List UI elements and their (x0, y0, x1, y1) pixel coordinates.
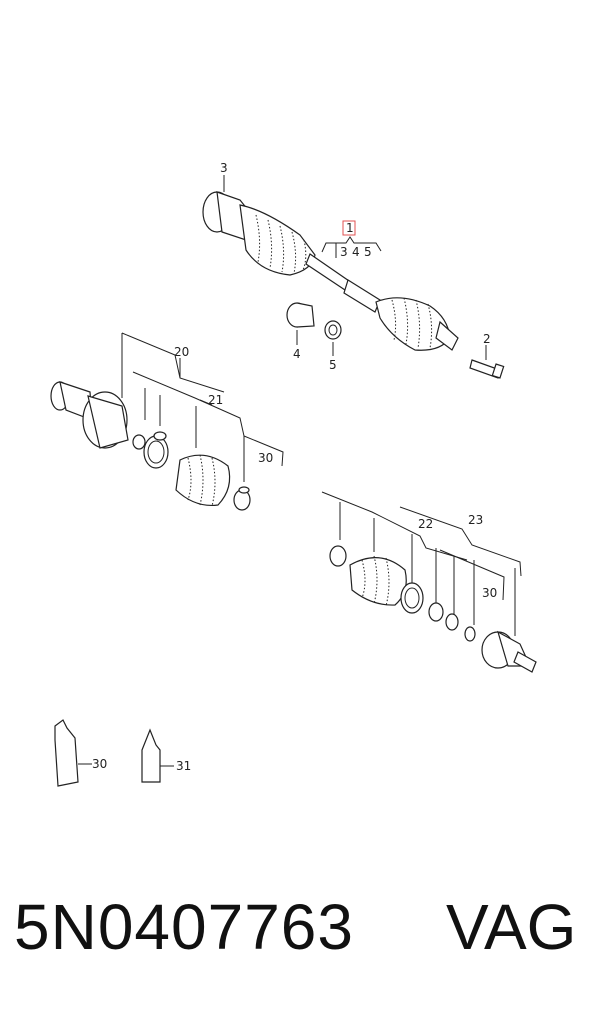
callout-30-right: 30 (482, 586, 497, 600)
callout-31: 31 (176, 759, 191, 773)
shaft-bar (305, 253, 353, 293)
callout-20: 20 (174, 345, 189, 359)
washer-right (428, 602, 444, 622)
consumables (54, 719, 174, 787)
brand-name: VAG (446, 891, 577, 963)
callout-21: 21 (208, 393, 223, 407)
clamp-ring-right (400, 582, 424, 614)
clamp-part-5 (324, 320, 342, 340)
outer-boot (239, 204, 316, 276)
outer-joint-kit (50, 332, 284, 511)
highlight-box-1 (342, 220, 356, 236)
callout-4-bracket: 4 (352, 245, 360, 259)
sealant-bottle (141, 728, 161, 783)
inner-stub (435, 320, 459, 351)
circlip-right (464, 626, 476, 642)
callout-1: 1 (346, 221, 354, 235)
callout-22: 22 (418, 517, 433, 531)
callout-5: 5 (329, 358, 337, 372)
callout-3-bracket: 3 (340, 245, 348, 259)
damper-weight (343, 279, 381, 313)
callout-30-left: 30 (258, 451, 273, 465)
callout-23: 23 (468, 513, 483, 527)
part-number: 5N0407763 (14, 891, 354, 963)
top-callout-leaders (223, 175, 487, 360)
callout-30-tube: 30 (92, 757, 107, 771)
circlip-left (132, 434, 146, 450)
callout-4: 4 (293, 347, 301, 361)
small-clamp-right (329, 545, 347, 567)
inner-joint-kit (321, 491, 537, 673)
callout-2: 2 (483, 332, 491, 346)
spacer-right (445, 613, 459, 631)
callout-3: 3 (220, 161, 228, 175)
drive-shaft-assembly (202, 191, 505, 379)
inner-boot-kit (349, 557, 407, 606)
grease-tube (54, 719, 79, 787)
callout-5-bracket: 5 (364, 245, 372, 259)
